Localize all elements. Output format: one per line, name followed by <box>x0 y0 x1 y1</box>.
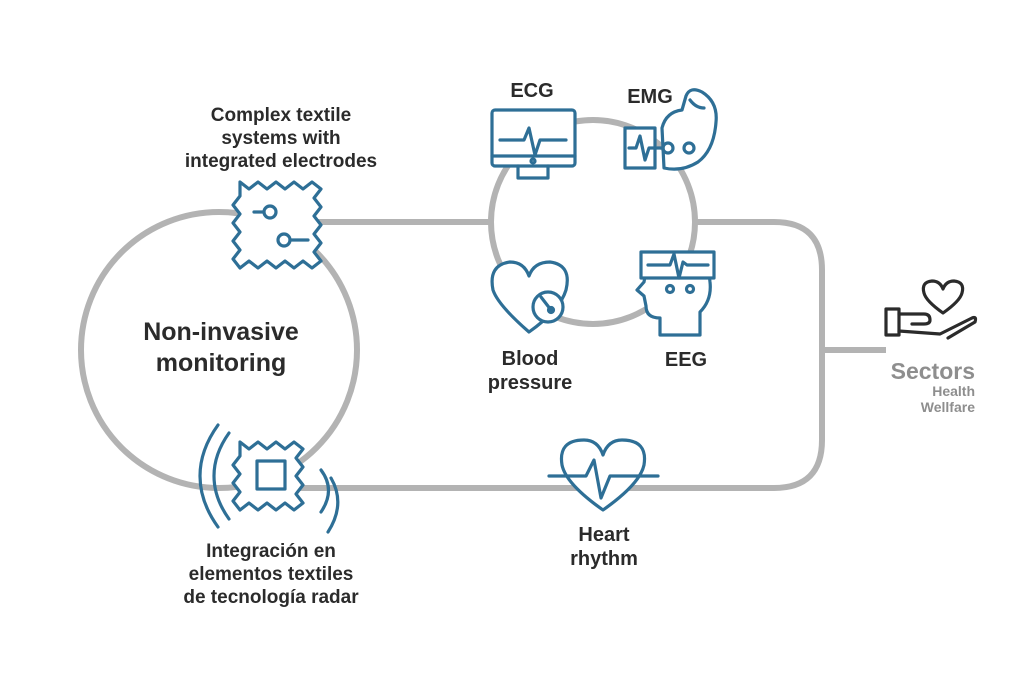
hand-heart-icon <box>884 279 978 340</box>
radar-label: Integración en elementos textiles de tec… <box>183 541 359 608</box>
center-label-line2: monitoring <box>156 349 287 377</box>
sector-health: Health <box>932 383 975 399</box>
blood-pressure-icon <box>490 260 569 334</box>
textile-electrode-icon <box>231 180 323 270</box>
eeg-head-icon <box>635 250 716 337</box>
blood-pressure-label-line1: Blood <box>502 348 559 370</box>
textile-label: Complex textile systems with integrated … <box>185 105 377 172</box>
outer-connector-line <box>300 219 825 491</box>
sectors-title: Sectors <box>891 358 975 384</box>
blood-pressure-label-line2: pressure <box>488 372 573 394</box>
ecg-label: ECG <box>510 80 553 102</box>
center-label: Non-invasive monitoring <box>143 318 299 377</box>
connector-tracks <box>78 117 886 491</box>
center-label-line1: Non-invasive <box>143 318 299 346</box>
heart-rhythm-label: Heart rhythm <box>570 524 638 570</box>
emg-label: EMG <box>627 86 673 108</box>
textile-label-line3: integrated electrodes <box>185 151 377 172</box>
radar-label-line2: elementos textiles <box>189 564 354 585</box>
textile-label-line2: systems with <box>221 128 340 149</box>
sector-wellfare: Wellfare <box>921 399 975 415</box>
ecg-monitor-icon <box>490 108 577 180</box>
heart-rhythm-label-line2: rhythm <box>570 548 638 570</box>
eeg-label: EEG <box>665 349 707 371</box>
textile-label-line1: Complex textile <box>211 105 351 126</box>
heart-rhythm-icon <box>547 438 660 512</box>
sectors-block: Sectors Health Wellfare <box>891 358 976 415</box>
radar-textile-icon <box>198 423 340 534</box>
heart-rhythm-label-line1: Heart <box>578 524 629 546</box>
blood-pressure-label: Blood pressure <box>488 348 573 394</box>
emg-muscle-icon <box>623 88 718 171</box>
radar-label-line1: Integración en <box>206 541 336 562</box>
radar-label-line3: de tecnología radar <box>183 587 359 608</box>
main-loop-circle <box>78 209 360 491</box>
